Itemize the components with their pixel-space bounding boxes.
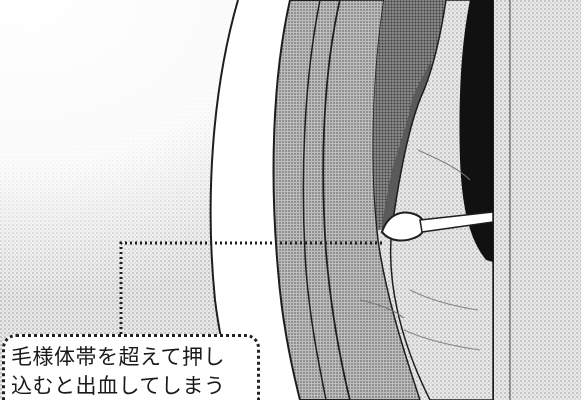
annotation-line-1: 毛様体帯を超えて押し (11, 343, 257, 372)
annotation-line-2: 込むと出血してしまう (11, 372, 257, 400)
annotation-callout-box: 毛様体帯を超えて押し 込むと出血してしまう (2, 334, 260, 400)
lens-right-area (493, 0, 581, 400)
